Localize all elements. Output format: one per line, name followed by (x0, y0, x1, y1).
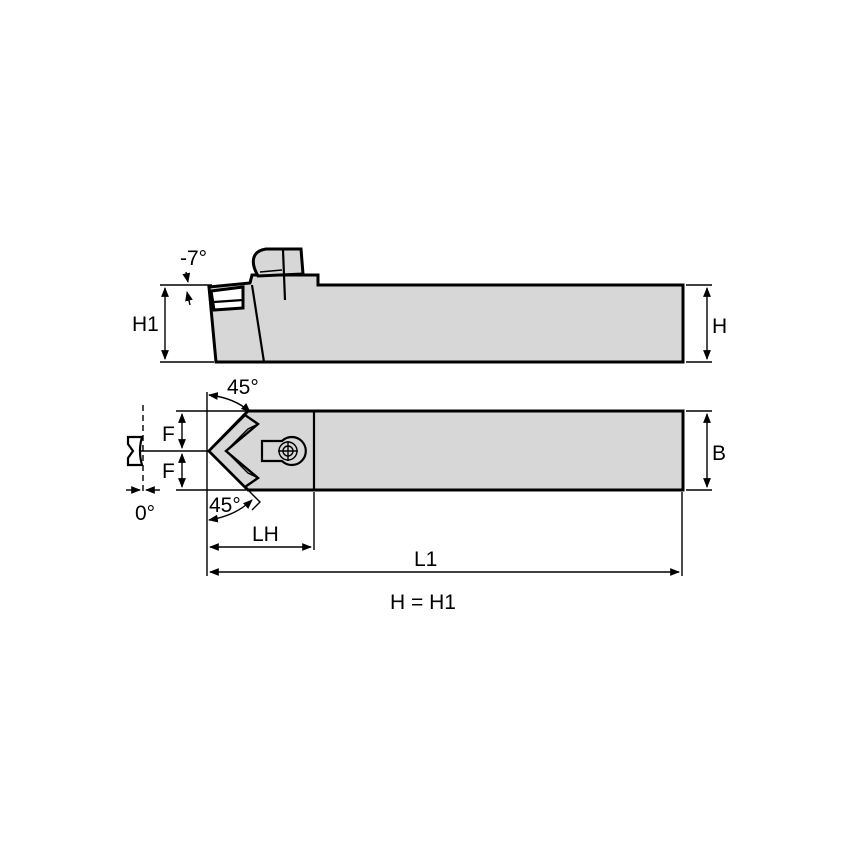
angle-45-bottom-label: 45° (209, 494, 241, 517)
lh-label: LH (252, 523, 279, 546)
angle-45-top-label: 45° (227, 376, 259, 399)
note-h-equals-h1: H = H1 (390, 591, 456, 614)
angle-0-label: 0° (135, 502, 155, 525)
side-shank-body (207, 273, 685, 364)
b-label: B (712, 442, 726, 465)
angle-minus7-label: -7° (180, 247, 207, 270)
insert-profile (126, 435, 144, 467)
side-clamp (251, 247, 305, 278)
side-view: H1 -7° H (132, 247, 727, 364)
top-view: F F 45° 45° 0° B LH L1 (126, 376, 726, 576)
h-label: H (712, 315, 727, 338)
f-bottom-label: F (162, 460, 175, 483)
side-insert (209, 285, 245, 312)
f-top-label: F (162, 423, 175, 446)
h1-label: H1 (132, 313, 159, 336)
l1-label: L1 (414, 548, 437, 571)
